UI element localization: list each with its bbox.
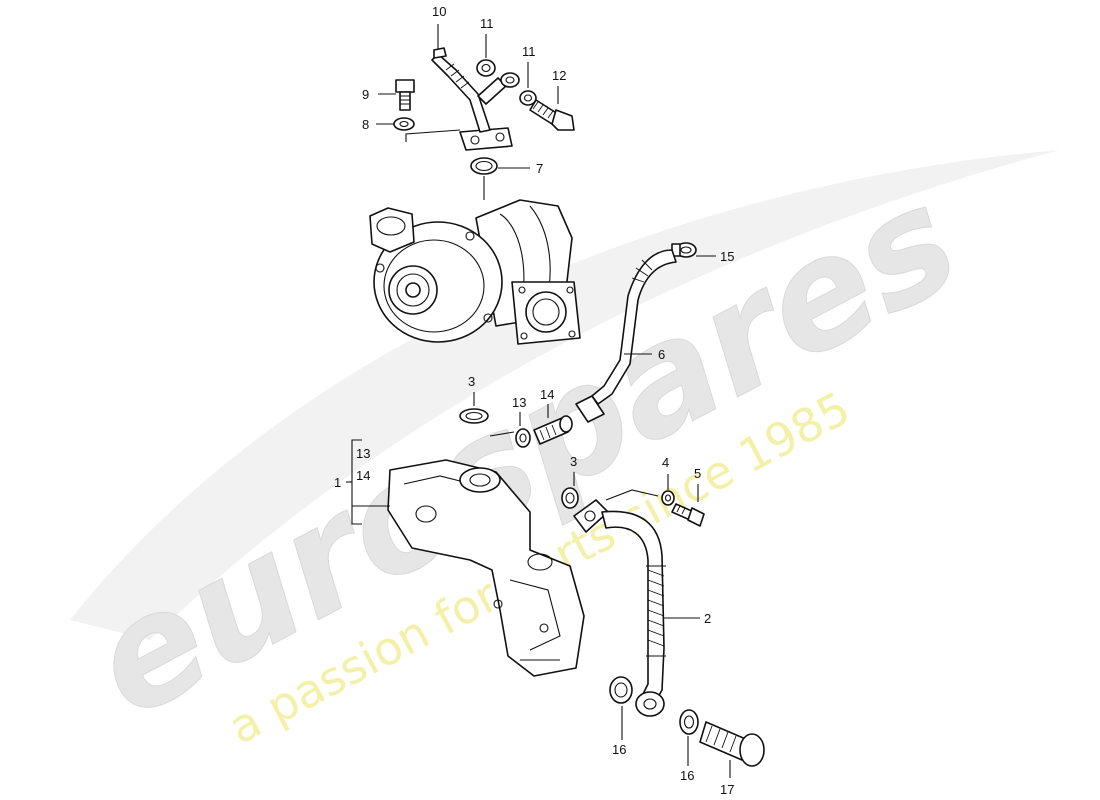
callout-2: 2 (704, 611, 711, 626)
oil-return-pipe-6 (575, 249, 677, 423)
watermark-swoosh (70, 150, 1060, 640)
oil-feed-pipe (431, 47, 520, 151)
oil-return-housing-1 (387, 459, 585, 677)
callout-4: 4 (662, 455, 669, 470)
leader-lines (346, 24, 731, 778)
callout-17: 17 (720, 782, 734, 797)
bolt-5 (671, 503, 705, 527)
callout-14-right: 14 (540, 387, 554, 402)
oil-pipe-2 (573, 499, 666, 717)
callout-16-left: 16 (612, 742, 626, 757)
gasket-7 (470, 157, 498, 175)
callout-11-upper: 11 (480, 16, 494, 31)
callout-15: 15 (720, 249, 734, 264)
union-fitting-14 (533, 415, 573, 445)
callout-12: 12 (552, 68, 566, 83)
seal-ring-13 (515, 428, 531, 448)
banjo-bolt-12 (529, 99, 575, 131)
callout-11-lower: 11 (522, 44, 536, 59)
callout-3-lower: 3 (570, 454, 577, 469)
hose-clamp-15 (671, 242, 697, 258)
sealing-ring-16b (679, 709, 699, 735)
sealing-ring-11b (519, 90, 537, 106)
turbocharger (369, 199, 581, 345)
callout-5: 5 (694, 466, 701, 481)
callout-8: 8 (362, 117, 369, 132)
callout-9: 9 (362, 87, 369, 102)
callout-14-bracket: 14 (356, 468, 370, 483)
callout-10: 10 (432, 4, 446, 19)
sealing-ring-11a (476, 59, 496, 77)
washer-8 (393, 117, 415, 131)
callout-6: 6 (658, 347, 665, 362)
callout-16-right: 16 (680, 768, 694, 783)
bolt-9 (395, 79, 415, 111)
sealing-ring-16a (609, 676, 633, 704)
callout-3-upper: 3 (468, 374, 475, 389)
seal-ring-3a (459, 408, 489, 424)
callouts: 10 11 11 12 9 8 7 15 6 3 13 14 13 14 1 3… (334, 4, 734, 797)
callout-1: 1 (334, 475, 341, 490)
callout-13-bracket: 13 (356, 446, 370, 461)
callout-13-right: 13 (512, 395, 526, 410)
banjo-bolt-17 (699, 721, 765, 767)
washer-4 (661, 490, 675, 506)
seal-ring-3b (561, 487, 579, 509)
callout-7: 7 (536, 161, 543, 176)
